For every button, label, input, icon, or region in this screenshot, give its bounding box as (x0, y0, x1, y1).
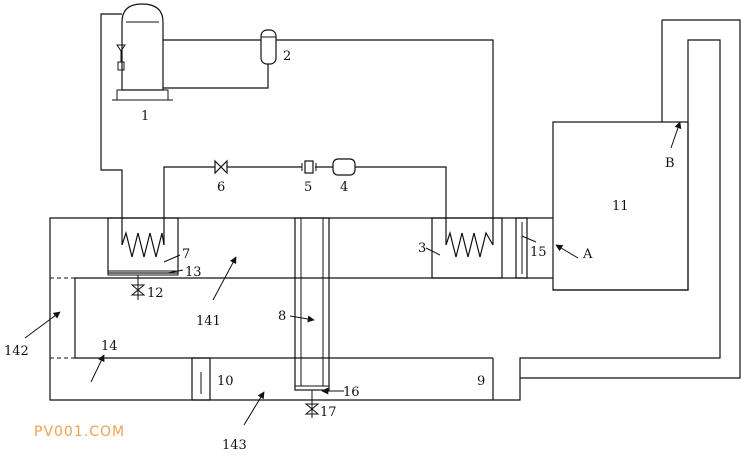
label-5: 5 (304, 180, 312, 195)
label-12: 12 (147, 286, 164, 301)
label-7: 7 (182, 247, 190, 262)
arrows (24, 121, 682, 426)
labels: 1 2 6 5 4 7 13 12 141 142 14 10 143 8 16… (4, 49, 675, 453)
label-13: 13 (185, 265, 202, 280)
label-8: 8 (278, 309, 286, 324)
label-9: 9 (477, 374, 485, 389)
label-16: 16 (343, 385, 360, 400)
filter-15 (515, 217, 528, 279)
label-11: 11 (612, 199, 629, 214)
heat-exchanger-left (107, 217, 179, 300)
filter (301, 160, 317, 174)
label-4: 4 (340, 180, 348, 195)
vertical-channel (294, 217, 330, 418)
chamber (552, 121, 689, 291)
compressor (112, 3, 173, 101)
refrigerant-piping (100, 13, 494, 245)
label-142: 142 (4, 344, 29, 359)
expansion-valve (214, 159, 228, 175)
label-b: B (665, 156, 675, 171)
label-143: 143 (222, 438, 247, 453)
label-a: A (582, 247, 593, 262)
label-14: 14 (101, 339, 118, 354)
watermark-text: PV001.COM (34, 424, 126, 440)
receiver (332, 158, 356, 176)
label-1: 1 (141, 109, 149, 124)
label-17: 17 (320, 405, 337, 420)
accumulator (260, 29, 277, 65)
label-3: 3 (418, 241, 426, 256)
label-6: 6 (217, 180, 225, 195)
heat-exchanger-right (431, 217, 503, 279)
label-2: 2 (283, 49, 291, 64)
label-10: 10 (217, 374, 234, 389)
filter-10 (191, 357, 211, 401)
label-15: 15 (530, 245, 547, 260)
main-duct (49, 19, 741, 401)
label-141: 141 (196, 314, 221, 329)
